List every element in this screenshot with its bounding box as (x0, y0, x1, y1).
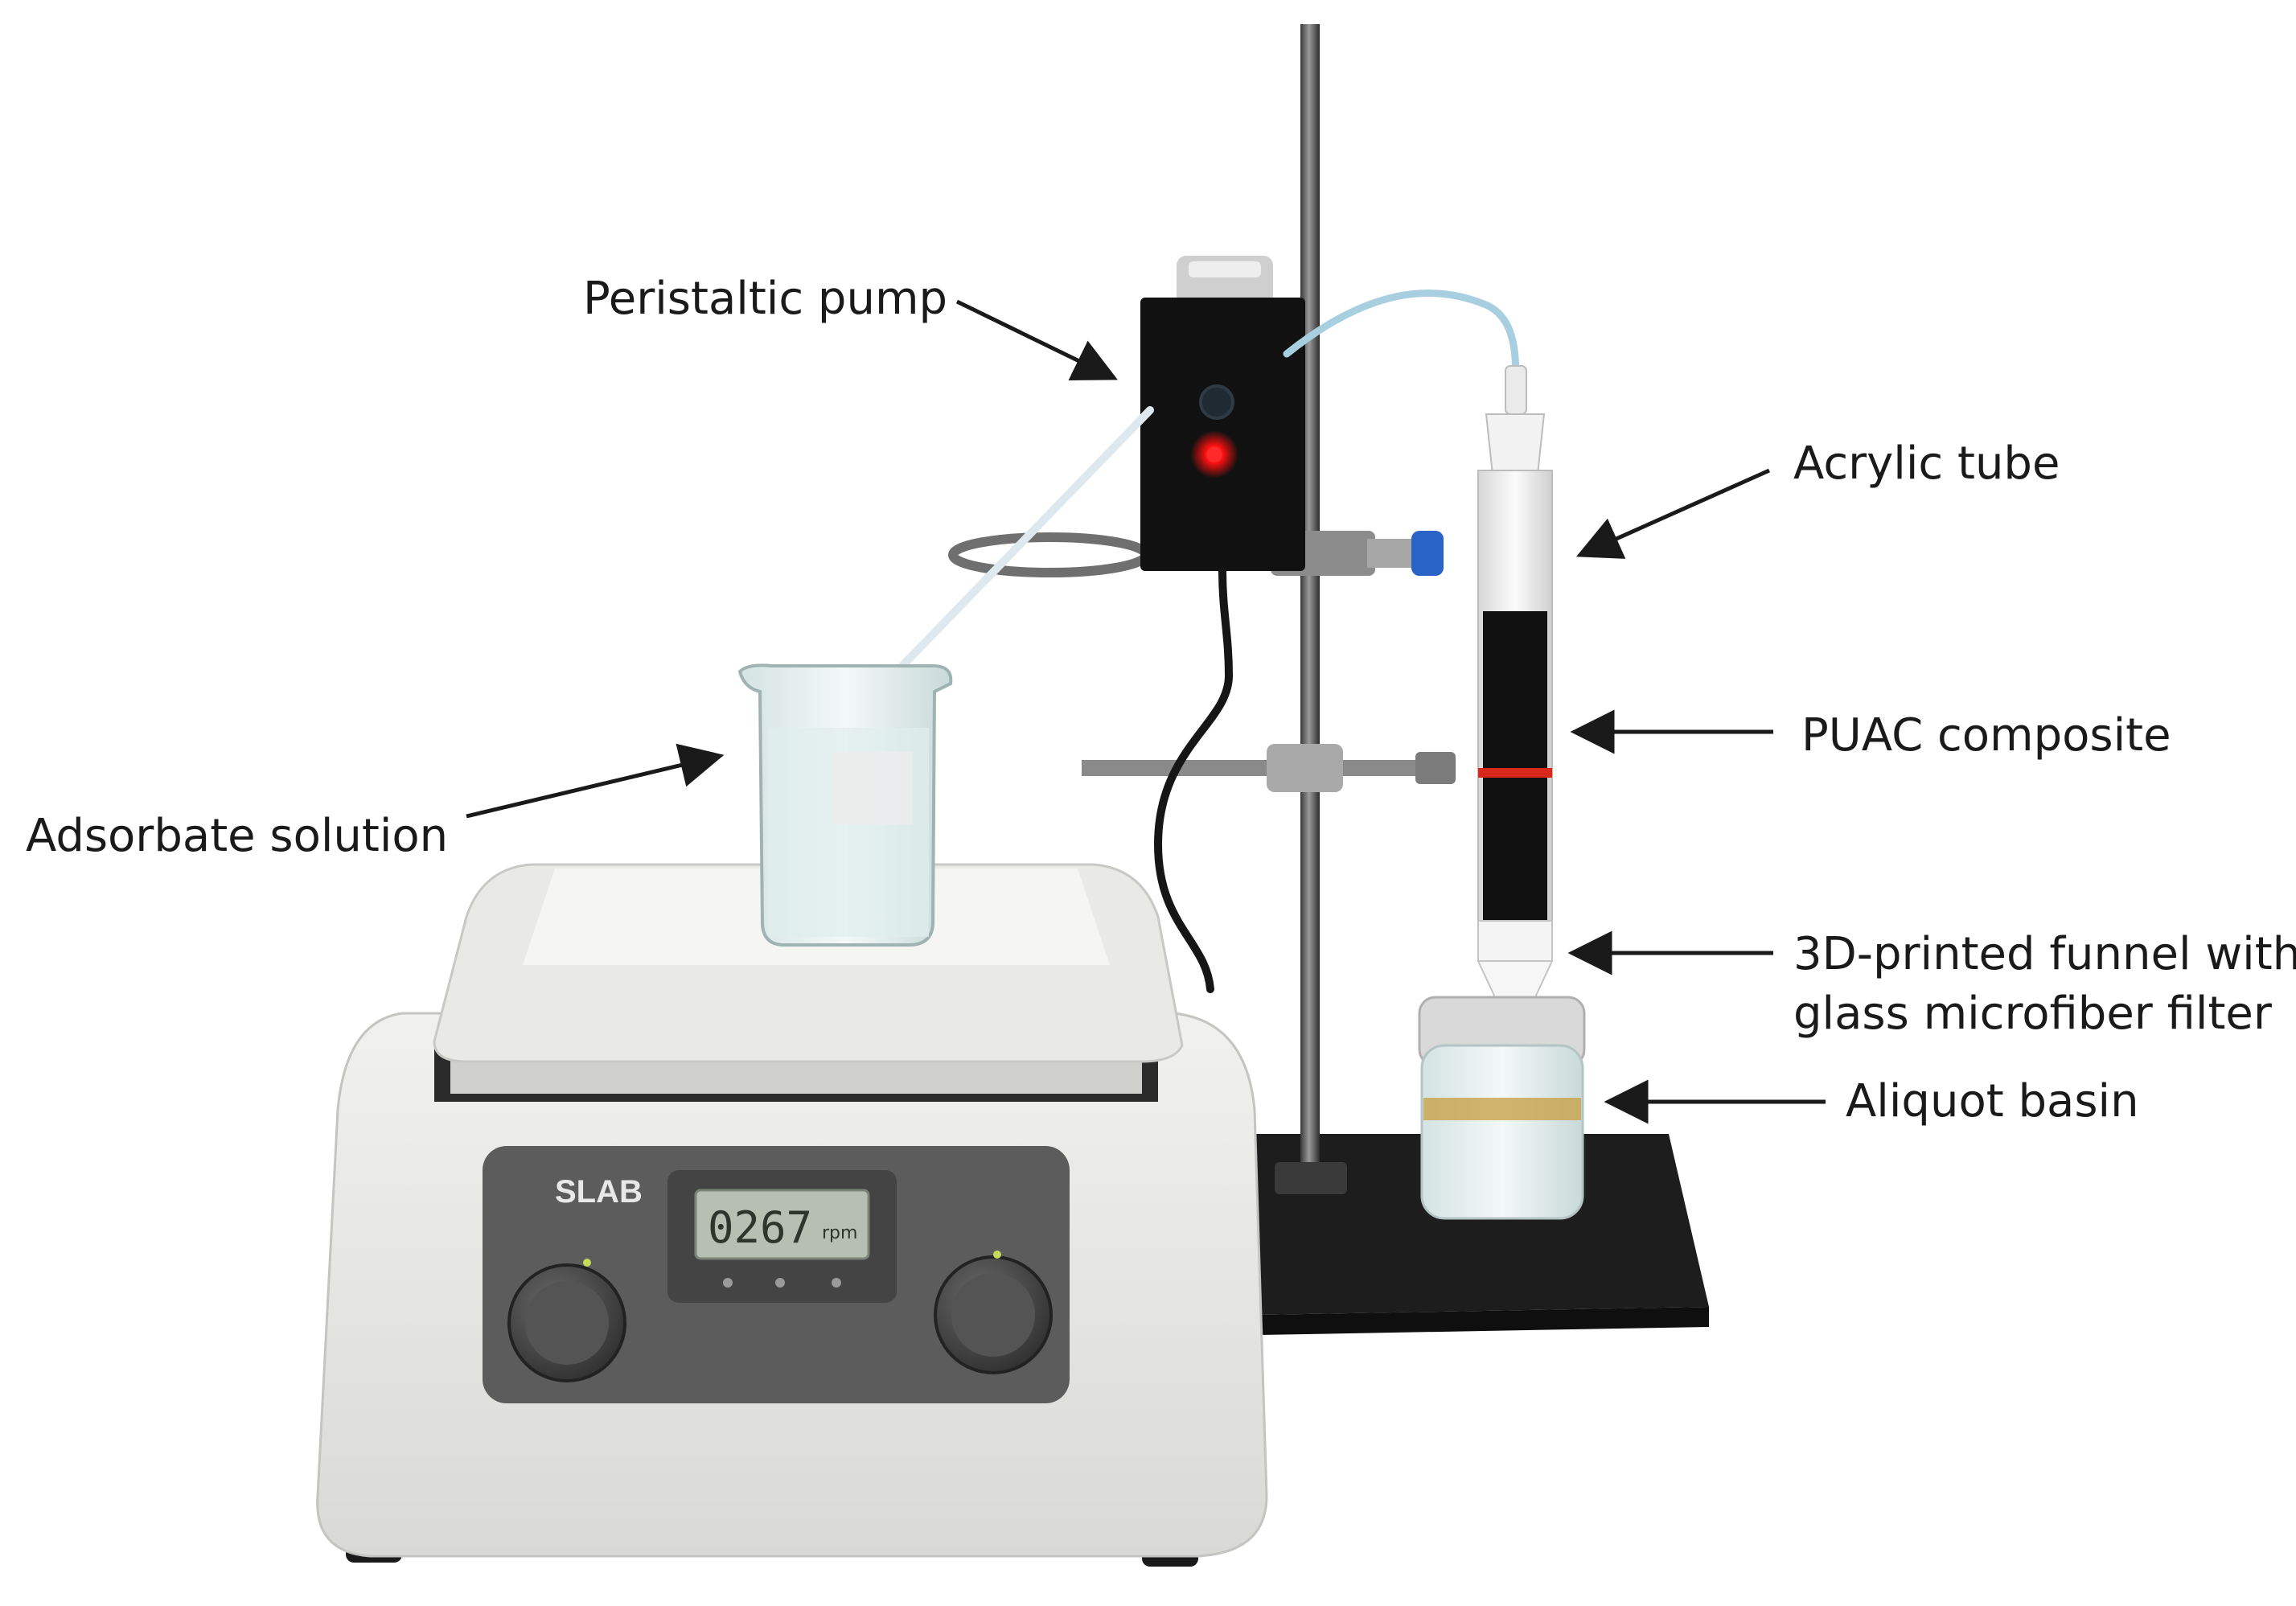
display-value: 0267 (708, 1202, 812, 1253)
puac-composite (1483, 611, 1547, 921)
acrylic-tube (1477, 365, 1554, 1054)
peristaltic-pump (1140, 256, 1305, 571)
label-funnel: 3D-printed funnel with glass microfiber … (1793, 925, 2296, 1044)
stand-rod (1300, 24, 1320, 1186)
label-acrylic-tube: Acrylic tube (1793, 437, 2060, 490)
arrow-adsorbate-solution (466, 743, 725, 819)
beaker (737, 663, 953, 947)
lcd-display (694, 1189, 870, 1260)
stand-base (1242, 1134, 1709, 1335)
arrow-peristaltic-pump (955, 299, 1118, 381)
label-peristaltic-pump: Peristaltic pump (583, 273, 948, 325)
inlet-tubing (897, 406, 1154, 672)
valve-knob (1411, 531, 1444, 576)
outlet-tubing (1283, 290, 1520, 382)
pump-cable (1153, 567, 1234, 993)
label-adsorbate-solution: Adsorbate solution (26, 810, 449, 862)
label-funnel-line1: 3D-printed funnel with (1793, 928, 2296, 980)
brand-logo: SLAB (555, 1174, 643, 1210)
label-funnel-line2: glass microfiber filter (1793, 987, 2272, 1040)
label-puac-composite: PUAC composite (1801, 709, 2171, 762)
display-unit: rpm (822, 1223, 857, 1243)
tube-red-band (1478, 768, 1552, 778)
tube-clamp (1082, 744, 1456, 792)
aliquot-basin (1418, 996, 1586, 1220)
rod-foot-nut (1275, 1162, 1347, 1194)
label-aliquot-basin: Aliquot basin (1846, 1075, 2139, 1127)
arrow-acrylic-tube (1575, 468, 1771, 559)
annotation-arrows (466, 299, 1826, 1124)
